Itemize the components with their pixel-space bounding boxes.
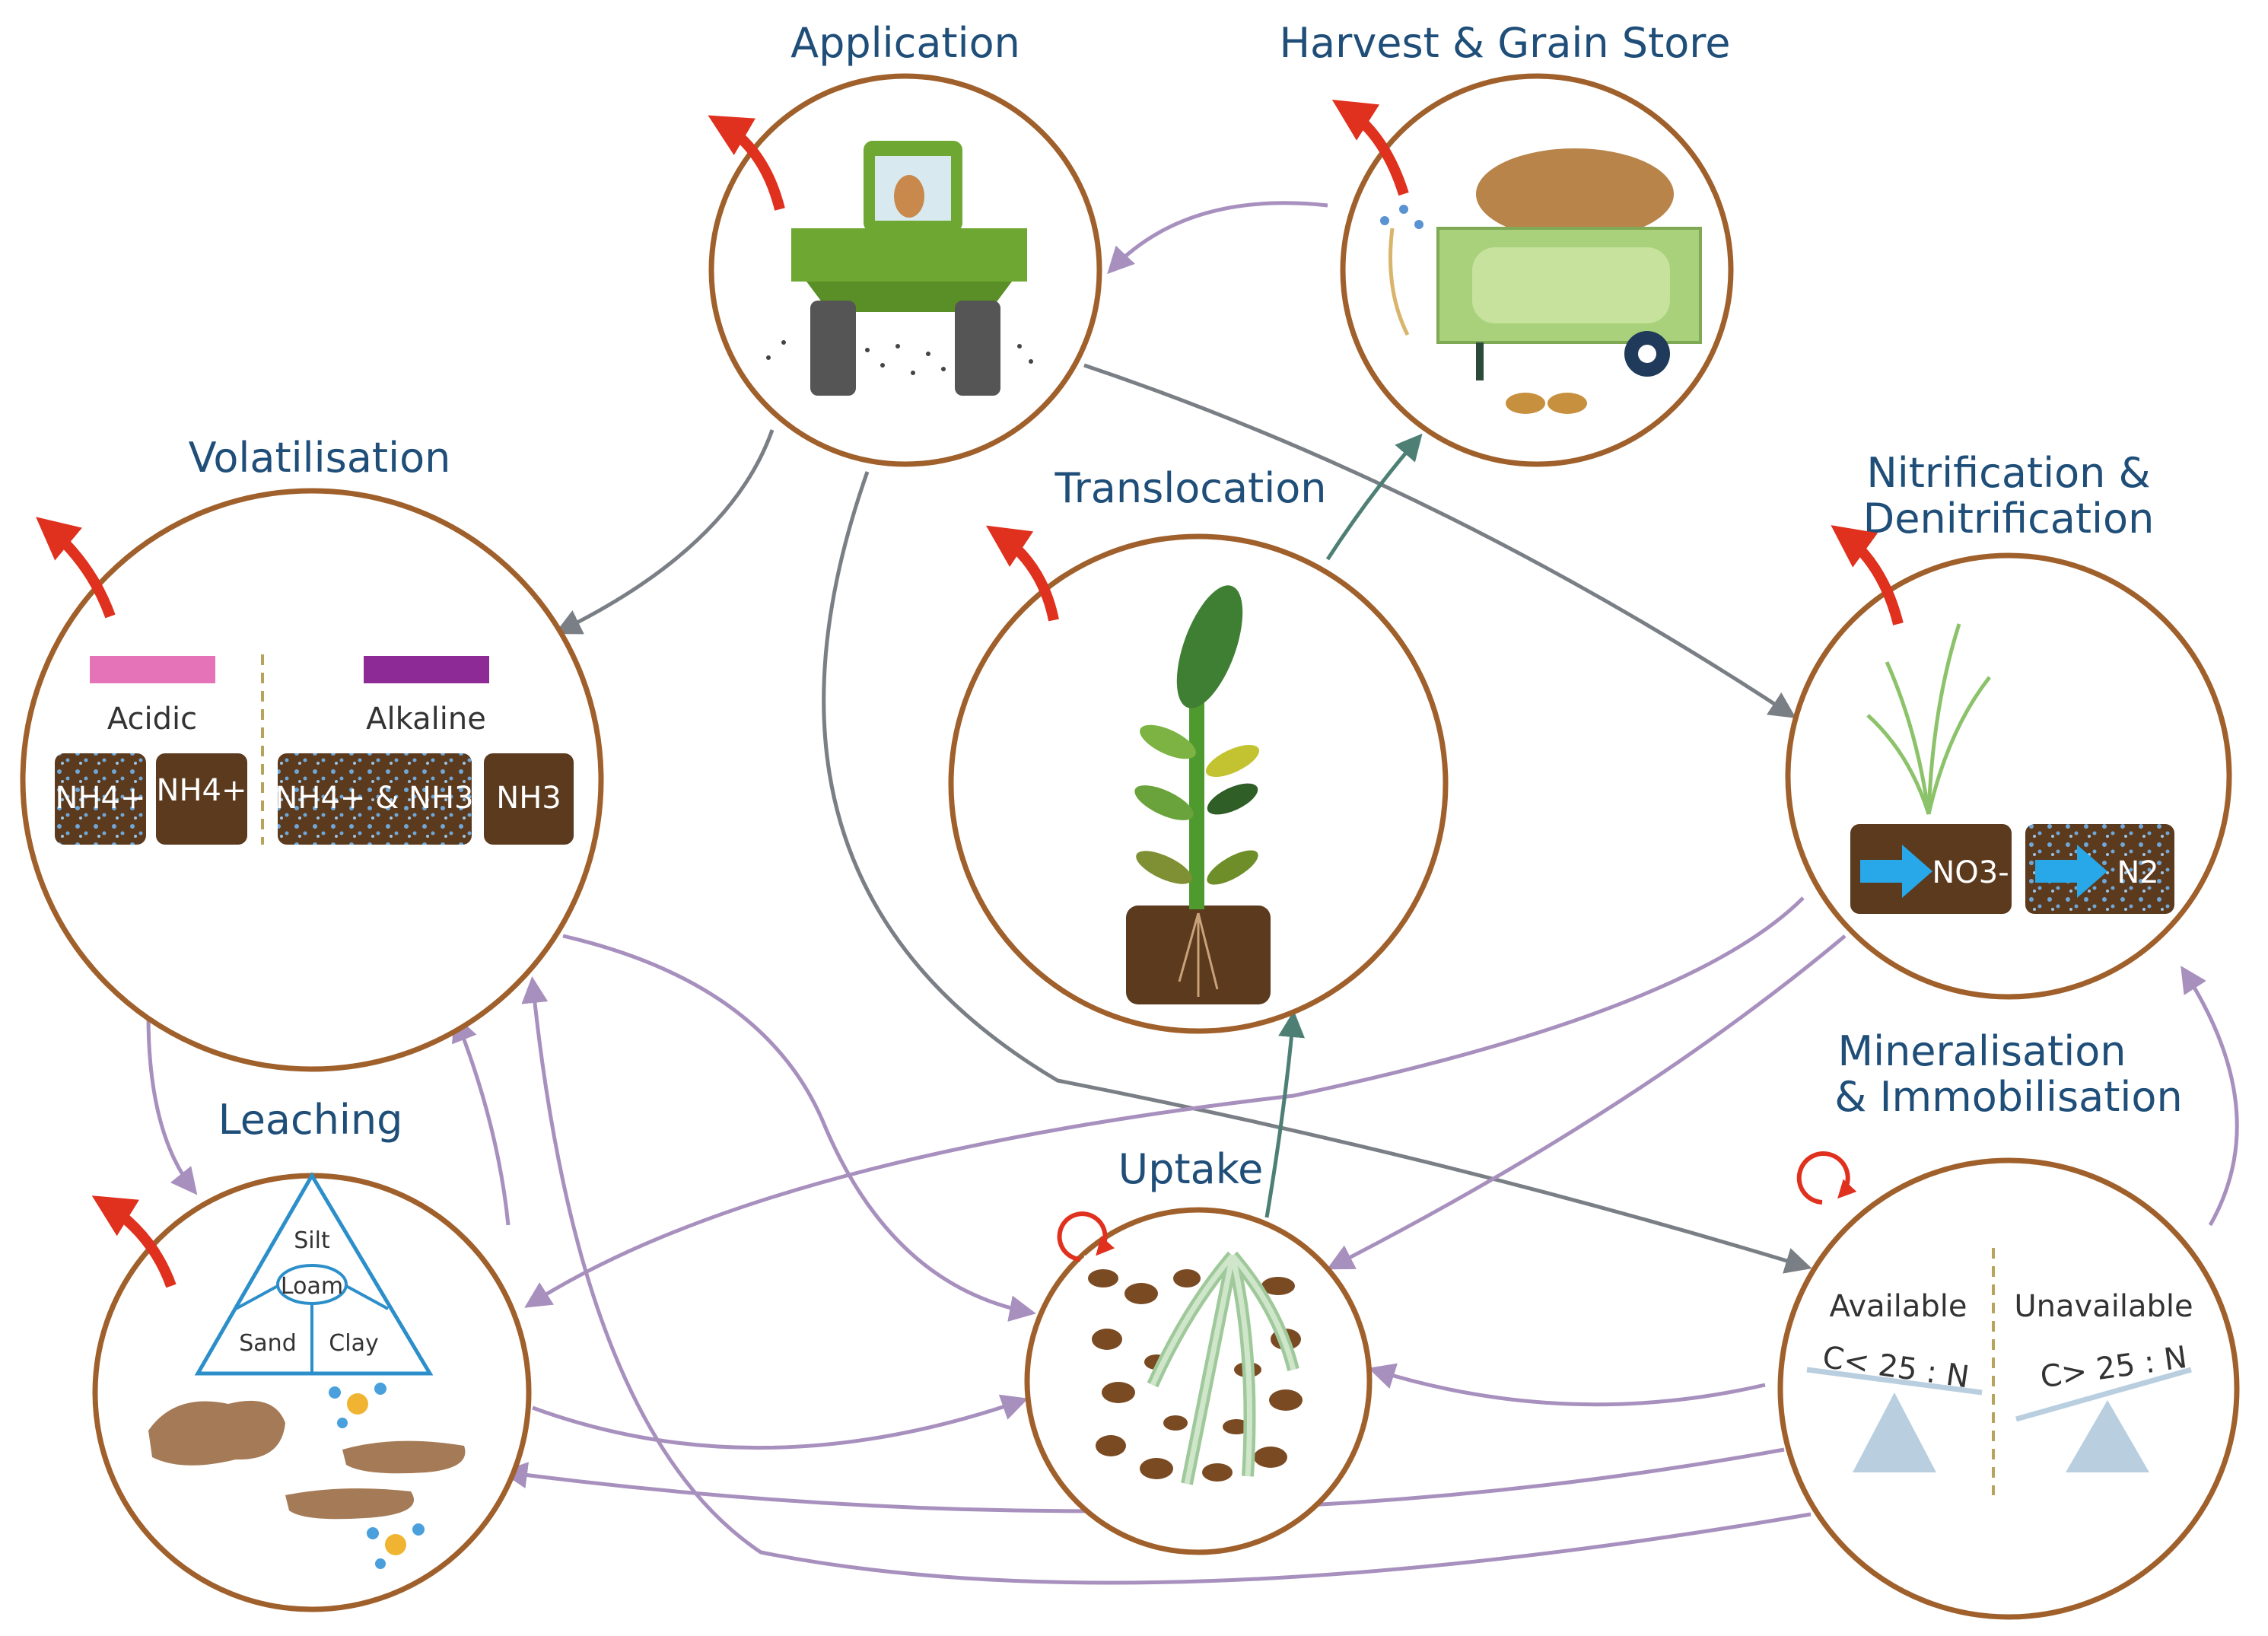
alkaline-label: Alkaline xyxy=(366,702,486,737)
arrow-leaching-to-uptake xyxy=(532,1394,1029,1450)
soil-clump-1 xyxy=(148,1400,285,1466)
arrow-mineralisation-to-nitrification xyxy=(2181,966,2239,1227)
arrow-application-to-mineralisation xyxy=(822,471,1812,1274)
plant-icon xyxy=(1126,585,1271,1004)
n2-label: N2 xyxy=(2117,855,2158,890)
no3-label: NO3- xyxy=(1932,855,2009,890)
uptake-title: Uptake xyxy=(1118,1145,1264,1193)
cycle-arrow-mineralisation xyxy=(1796,1151,1857,1205)
acidic-label: Acidic xyxy=(107,702,197,737)
mineralisation-title-line1: Mineralisation xyxy=(1837,1027,2126,1075)
soil-block-2-label: NH4+ xyxy=(157,773,247,808)
loss-arrow-nitrification xyxy=(1831,525,1904,625)
blue-arrow-icon-2 xyxy=(2035,845,2107,898)
soil-block-1-label: NH4+ xyxy=(56,781,146,816)
loam-label: Loam xyxy=(281,1273,343,1300)
arrow-volatilisation-to-uptake xyxy=(562,934,1036,1322)
scale-fulcrum-unavailable xyxy=(2066,1400,2149,1472)
soil-texture-triangle xyxy=(194,1172,434,1376)
unavailable-label: Unavailable xyxy=(2014,1289,2193,1324)
arrow-nitrification-to-uptake xyxy=(1326,934,1847,1270)
clay-label: Clay xyxy=(329,1330,378,1357)
soil-block-2 xyxy=(156,753,247,845)
mineralisation-ring xyxy=(1777,1157,2240,1620)
mineralisation-title-line2: & Immobilisation xyxy=(1834,1073,2182,1121)
soil-clump-3 xyxy=(285,1488,414,1520)
loss-arrow-harvest xyxy=(1331,99,1409,196)
loss-arrow-application xyxy=(708,115,785,211)
arrow-harvest-to-application xyxy=(1107,201,1328,275)
arrow-application-to-nitrification xyxy=(1083,363,1796,718)
scale-fulcrum-available xyxy=(1853,1393,1936,1472)
flow-arrows xyxy=(146,201,2239,1585)
arrow-volatilisation-to-leaching xyxy=(146,1015,198,1195)
arrow-mineralisation-to-volatilisation-long xyxy=(521,976,1812,1585)
translocation-title: Translocation xyxy=(1054,464,1327,512)
silt-label: Silt xyxy=(294,1227,330,1254)
water-drop-icons xyxy=(329,1383,425,1569)
node-uptake: Uptake xyxy=(1024,1145,1373,1555)
blue-arrow-icon xyxy=(1860,845,1932,898)
node-volatilisation: Volatilisation Acidic Alkaline NH4+ NH4+… xyxy=(20,434,604,1072)
volatilisation-title: Volatilisation xyxy=(189,434,451,482)
loss-arrow-volatilisation xyxy=(36,517,116,619)
scale-beam-available xyxy=(1806,1367,1983,1396)
cycle-arrow-uptake xyxy=(1057,1211,1115,1262)
soil-block-3-label: NH4+ & NH3 xyxy=(275,781,473,816)
soil-block-4-label: NH3 xyxy=(496,781,561,816)
nitrification-ring xyxy=(1785,552,2232,1000)
soil-aggregate-icon xyxy=(1084,1251,1309,1495)
node-translocation: Translocation xyxy=(948,464,1449,1034)
soil-block-3 xyxy=(278,753,472,845)
scale-beam-unavailable xyxy=(2015,1367,2192,1422)
node-application: Application xyxy=(708,19,1102,467)
acidic-bar xyxy=(90,656,215,683)
node-leaching: Leaching Silt Loam Sand Clay xyxy=(91,1096,532,1612)
node-harvest: Harvest & Grain Store xyxy=(1279,19,1734,467)
nitrification-title-line1: Nitrification & xyxy=(1866,449,2150,497)
arrow-mineralisation-to-uptake xyxy=(1368,1363,1766,1407)
loss-arrow-leaching xyxy=(91,1195,177,1288)
arrow-uptake-to-translocation xyxy=(1264,1011,1306,1218)
arrow-translocation-to-harvest xyxy=(1325,433,1423,561)
arrow-leaching-to-volatilisation xyxy=(451,1014,511,1226)
leaching-title: Leaching xyxy=(218,1096,403,1144)
arrow-nitrification-to-leaching xyxy=(524,896,1805,1308)
harvest-title: Harvest & Grain Store xyxy=(1279,19,1730,67)
nitrification-title-line2: Denitrification xyxy=(1863,495,2155,543)
grain-trailer-icon xyxy=(1380,148,1702,414)
sand-label: Sand xyxy=(239,1330,296,1357)
grass-icon xyxy=(1866,623,1991,815)
tractor-icon xyxy=(766,141,1033,396)
alkaline-bar xyxy=(364,656,489,683)
loss-arrow-translocation xyxy=(986,525,1059,622)
node-nitrification: Nitrification & Denitrification NO3- N2 xyxy=(1785,449,2232,1000)
soil-block-4 xyxy=(484,753,574,845)
no3-soil-block xyxy=(1850,824,2012,914)
application-title: Application xyxy=(790,19,1020,67)
soil-block-1 xyxy=(55,753,146,845)
soil-clump-2 xyxy=(342,1440,466,1474)
node-mineralisation: Mineralisation & Immobilisation Availabl… xyxy=(1777,1027,2240,1620)
arrow-application-to-volatilisation xyxy=(554,429,775,635)
available-label: Available xyxy=(1829,1289,1967,1324)
